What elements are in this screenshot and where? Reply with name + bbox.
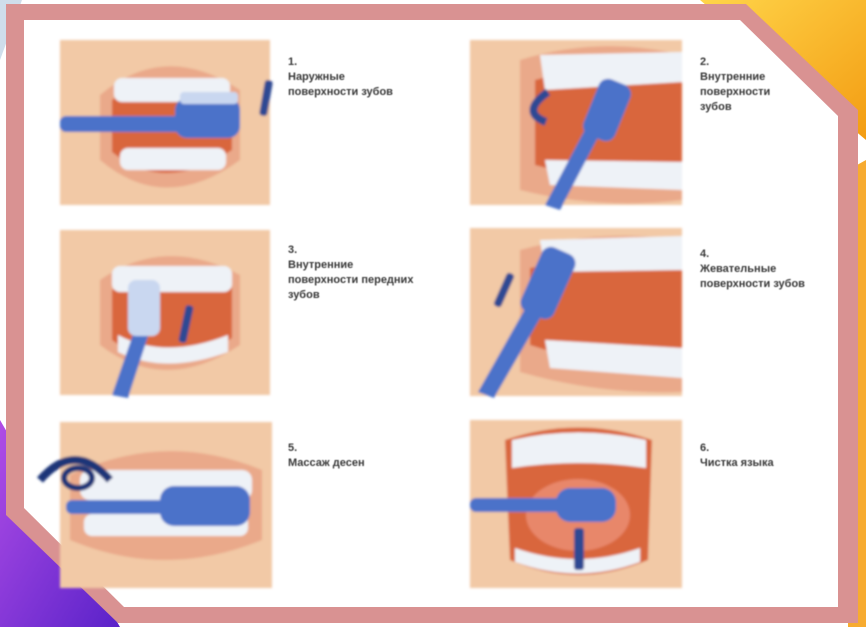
step-caption-chewing-surfaces: 4. Жевательные поверхности зубов	[700, 232, 825, 292]
step-number: 3.	[288, 244, 297, 256]
step-text: Жевательные поверхности зубов	[700, 263, 805, 290]
panel-tongue-cleaning	[470, 420, 682, 588]
panel-gum-massage	[40, 422, 272, 588]
step-text: Наружные поверхности зубов	[288, 71, 393, 98]
step-text: Массаж десен	[288, 457, 365, 469]
step-number: 6.	[700, 442, 709, 454]
step-caption-inner-front-surfaces: 3. Внутренние поверхности передних зубов	[288, 228, 418, 303]
panel-outer-surfaces	[60, 40, 273, 205]
step-caption-gum-massage: 5. Массаж десен	[288, 426, 418, 471]
step-text: Внутренние поверхности передних зубов	[288, 259, 413, 301]
step-caption-inner-surfaces: 2. Внутренние поверхности зубов	[700, 40, 796, 115]
step-number: 1.	[288, 56, 297, 68]
panel-inner-front-surfaces	[60, 230, 270, 398]
step-text: Внутренние поверхности зубов	[700, 71, 770, 113]
panel-inner-surfaces	[470, 40, 682, 210]
step-text: Чистка языка	[700, 457, 774, 469]
panel-chewing-surfaces	[470, 228, 682, 398]
step-number: 5.	[288, 442, 297, 454]
motion-arrow-icon	[574, 528, 584, 570]
step-caption-outer-surfaces: 1. Наружные поверхности зубов	[288, 40, 418, 100]
step-caption-tongue-cleaning: 6. Чистка языка	[700, 426, 810, 471]
step-number: 2.	[700, 56, 709, 68]
step-number: 4.	[700, 248, 709, 260]
